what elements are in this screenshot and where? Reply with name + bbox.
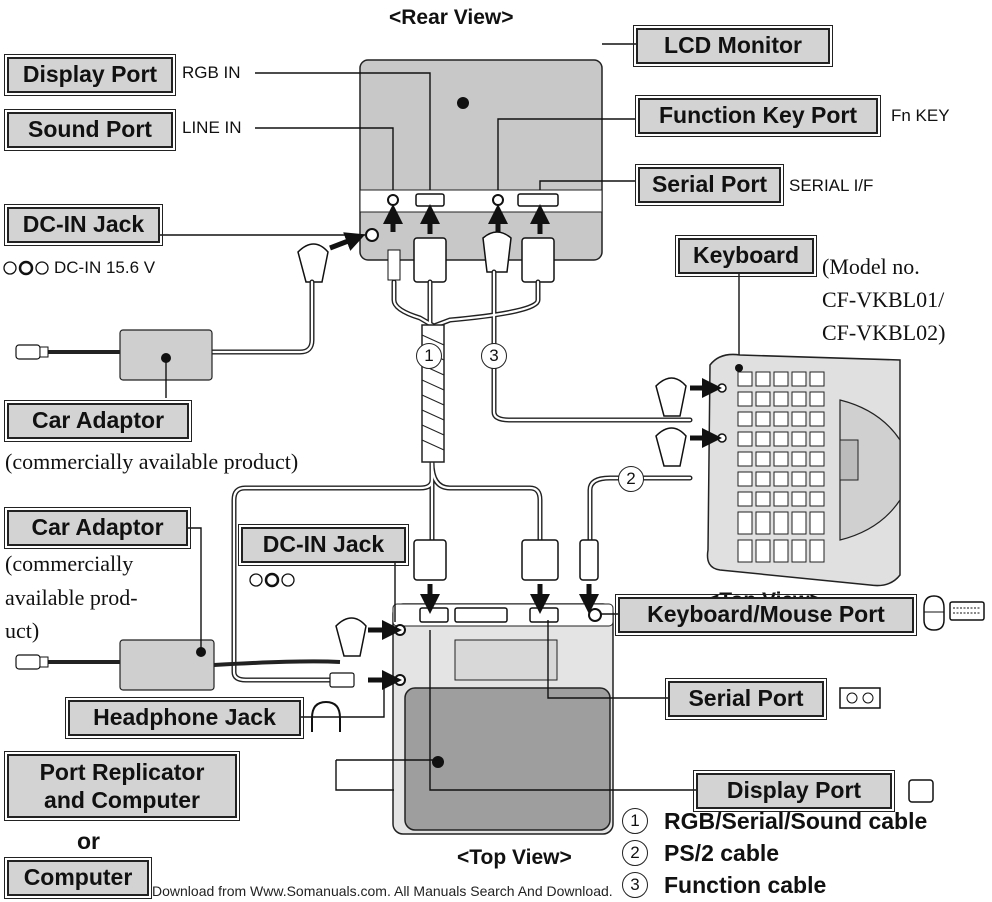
serial-icon — [839, 687, 881, 709]
keyboard-mouse-port-label: Keyboard/Mouse Port — [615, 594, 917, 636]
dc-polarity-icon — [3, 260, 49, 276]
commercial-note-2-line1: (commercially — [5, 551, 134, 576]
dcin-jack-label-center: DC-IN Jack — [238, 524, 409, 566]
computer-label: Computer — [4, 857, 152, 899]
legend-num-1: 1 — [622, 808, 648, 834]
headphone-icon — [311, 700, 341, 732]
display-icon — [908, 779, 934, 803]
cable-2-badge: 2 — [618, 466, 644, 492]
dcin-jack-label-left: DC-IN Jack — [4, 204, 163, 246]
keyboard-model-line2: CF-VKBL01/ — [822, 287, 945, 312]
keyboard-model-line1: (Model no. — [822, 254, 920, 279]
commercial-note-1: (commercially available product) — [5, 449, 299, 474]
dc-polarity-icon-2 — [249, 572, 295, 588]
computer-top-view-title: <Top View> — [457, 846, 572, 869]
rgb-in-text: RGB IN — [182, 63, 241, 82]
dcin-voltage-text: DC-IN 15.6 V — [54, 258, 156, 277]
cable-1-badge: 1 — [416, 343, 442, 369]
port-replicator-label: Port Replicator and Computer — [4, 751, 240, 821]
serial-port-label-bottom: Serial Port — [665, 678, 827, 720]
function-key-port-label: Function Key Port — [635, 95, 881, 137]
headphone-jack-label: Headphone Jack — [65, 697, 304, 739]
sound-port-label: Sound Port — [4, 109, 176, 151]
keyboard-drawing — [706, 353, 901, 587]
footer-text: Download from Www.Somanuals.com. All Man… — [152, 883, 613, 899]
lcd-monitor-label: LCD Monitor — [633, 25, 833, 67]
rear-view-title: <Rear View> — [389, 6, 514, 29]
legend-num-2: 2 — [622, 840, 648, 866]
commercial-note-2-line2: available prod- — [5, 585, 138, 610]
legend-num-3: 3 — [622, 872, 648, 898]
or-text: or — [77, 828, 100, 854]
line-in-text: LINE IN — [182, 118, 242, 137]
legend-cable-3: Function cable — [664, 872, 827, 898]
fn-key-text: Fn KEY — [891, 106, 950, 125]
serial-if-text: SERIAL I/F — [789, 176, 874, 195]
port-replicator-label-line2: and Computer — [44, 787, 200, 813]
keyboard-label: Keyboard — [675, 235, 817, 277]
car-adaptor-label-2: Car Adaptor — [4, 507, 191, 549]
keyboard-model-line3: CF-VKBL02) — [822, 320, 946, 345]
mouse-icon — [923, 595, 945, 631]
commercial-note-2-line3: uct) — [5, 618, 40, 643]
display-port-label-top: Display Port — [4, 54, 176, 96]
computer-body — [404, 687, 611, 831]
legend-cable-2: PS/2 cable — [664, 840, 780, 866]
keyboard-small-icon — [949, 601, 985, 621]
display-port-label-bottom: Display Port — [693, 770, 895, 812]
cable-3-badge: 3 — [481, 343, 507, 369]
legend-cable-1: RGB/Serial/Sound cable — [664, 808, 928, 834]
serial-port-label-top: Serial Port — [635, 164, 784, 206]
lcd-monitor-body — [359, 59, 603, 261]
port-replicator-label-line1: Port Replicator — [39, 759, 205, 785]
car-adaptor-label-1: Car Adaptor — [4, 400, 192, 442]
